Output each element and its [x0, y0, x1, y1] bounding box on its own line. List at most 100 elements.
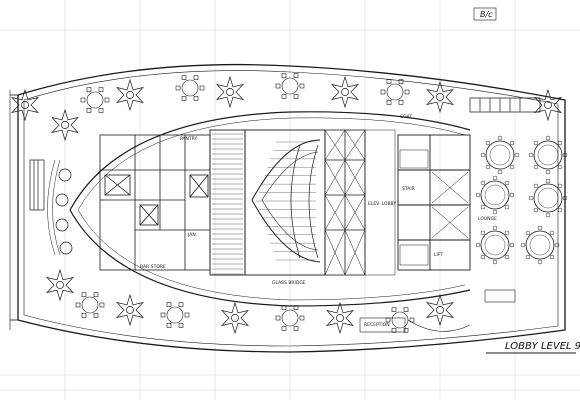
reception-label: RECEPTION — [364, 322, 390, 328]
seat — [181, 96, 187, 101]
seat-cluster — [166, 306, 184, 324]
lift-label: LIFT — [434, 252, 443, 258]
round-table — [533, 183, 563, 213]
corner-mark: B/c — [480, 10, 493, 19]
round-table-inner — [529, 234, 551, 256]
corner-mark-box — [473, 7, 497, 21]
seat — [299, 83, 305, 89]
chair — [562, 152, 568, 158]
chair — [545, 178, 551, 184]
planter-star — [45, 268, 75, 302]
seat — [98, 108, 104, 113]
chair — [509, 164, 515, 170]
round-table — [480, 230, 510, 260]
chair — [528, 195, 534, 201]
seat — [391, 307, 397, 312]
planter-core — [126, 306, 134, 314]
planter-core — [231, 314, 239, 322]
seat — [293, 94, 299, 99]
planter-core — [436, 93, 444, 101]
seat — [275, 83, 281, 89]
chair — [497, 135, 503, 141]
seat — [175, 85, 181, 91]
lounge-right-label: LOUNGE — [478, 216, 497, 222]
chair — [480, 230, 486, 236]
planter-star — [330, 75, 360, 109]
planter-star — [425, 293, 455, 327]
stair-treads — [212, 133, 243, 275]
glass-bridge-label: GLASS BRIDGE — [272, 280, 306, 286]
chair — [475, 242, 481, 248]
seat-cluster — [81, 296, 99, 314]
chair — [480, 152, 486, 158]
planter-star — [425, 80, 455, 114]
left-banquettes — [29, 159, 73, 256]
seat — [86, 108, 92, 113]
seat — [184, 312, 190, 318]
seat — [98, 87, 104, 92]
seat-cluster — [281, 77, 299, 95]
seat — [409, 317, 415, 323]
bridge-ribs — [256, 141, 316, 261]
chair — [475, 192, 481, 198]
planter-core — [21, 101, 29, 109]
chair — [504, 204, 510, 210]
seat — [293, 73, 299, 78]
seat — [391, 328, 397, 333]
seat — [293, 326, 299, 331]
chair — [545, 212, 551, 218]
chair — [549, 254, 555, 260]
round-table — [533, 140, 563, 170]
chair — [557, 183, 563, 189]
chair — [557, 140, 563, 146]
stair-label: STAIR — [402, 186, 415, 192]
chair — [549, 230, 555, 236]
seat — [93, 313, 99, 318]
chair — [554, 242, 560, 248]
elevator-x — [344, 129, 366, 161]
chair — [557, 164, 563, 170]
chair — [525, 230, 531, 236]
seat — [403, 307, 409, 312]
elevator-x — [324, 229, 346, 276]
seat — [81, 292, 87, 297]
seat-cluster — [281, 309, 299, 327]
seat — [293, 305, 299, 310]
chair — [497, 169, 503, 175]
chair — [492, 225, 498, 231]
planter-star — [325, 301, 355, 335]
seat — [380, 89, 386, 95]
planter-core — [56, 281, 64, 289]
seat — [181, 75, 187, 80]
building-shell — [9, 63, 566, 353]
seat — [386, 79, 392, 84]
planter-core — [336, 314, 344, 322]
planter-star — [115, 293, 145, 327]
seat — [281, 326, 287, 331]
chair — [492, 259, 498, 265]
planter-core — [341, 88, 349, 96]
chair — [509, 242, 515, 248]
chair — [504, 180, 510, 186]
planter-stars — [10, 75, 563, 335]
elevator-x — [344, 229, 366, 276]
seat — [386, 100, 392, 105]
seat — [398, 79, 404, 84]
bar-counter — [469, 97, 541, 113]
chair — [533, 140, 539, 146]
chair — [545, 169, 551, 175]
round-tables — [475, 135, 568, 265]
chair — [480, 204, 486, 210]
chair — [485, 164, 491, 170]
elevator-x — [324, 194, 346, 231]
chair — [557, 207, 563, 213]
chair — [562, 195, 568, 201]
sheet-title: LOBBY LEVEL 94 — [505, 341, 580, 352]
service-core — [99, 134, 211, 271]
seat-cluster — [86, 91, 104, 109]
seat — [281, 94, 287, 99]
elevator-lobby-label: ELEV. LOBBY — [368, 201, 396, 207]
chair — [492, 209, 498, 215]
bar-store-label: BAR STORE — [140, 264, 166, 270]
